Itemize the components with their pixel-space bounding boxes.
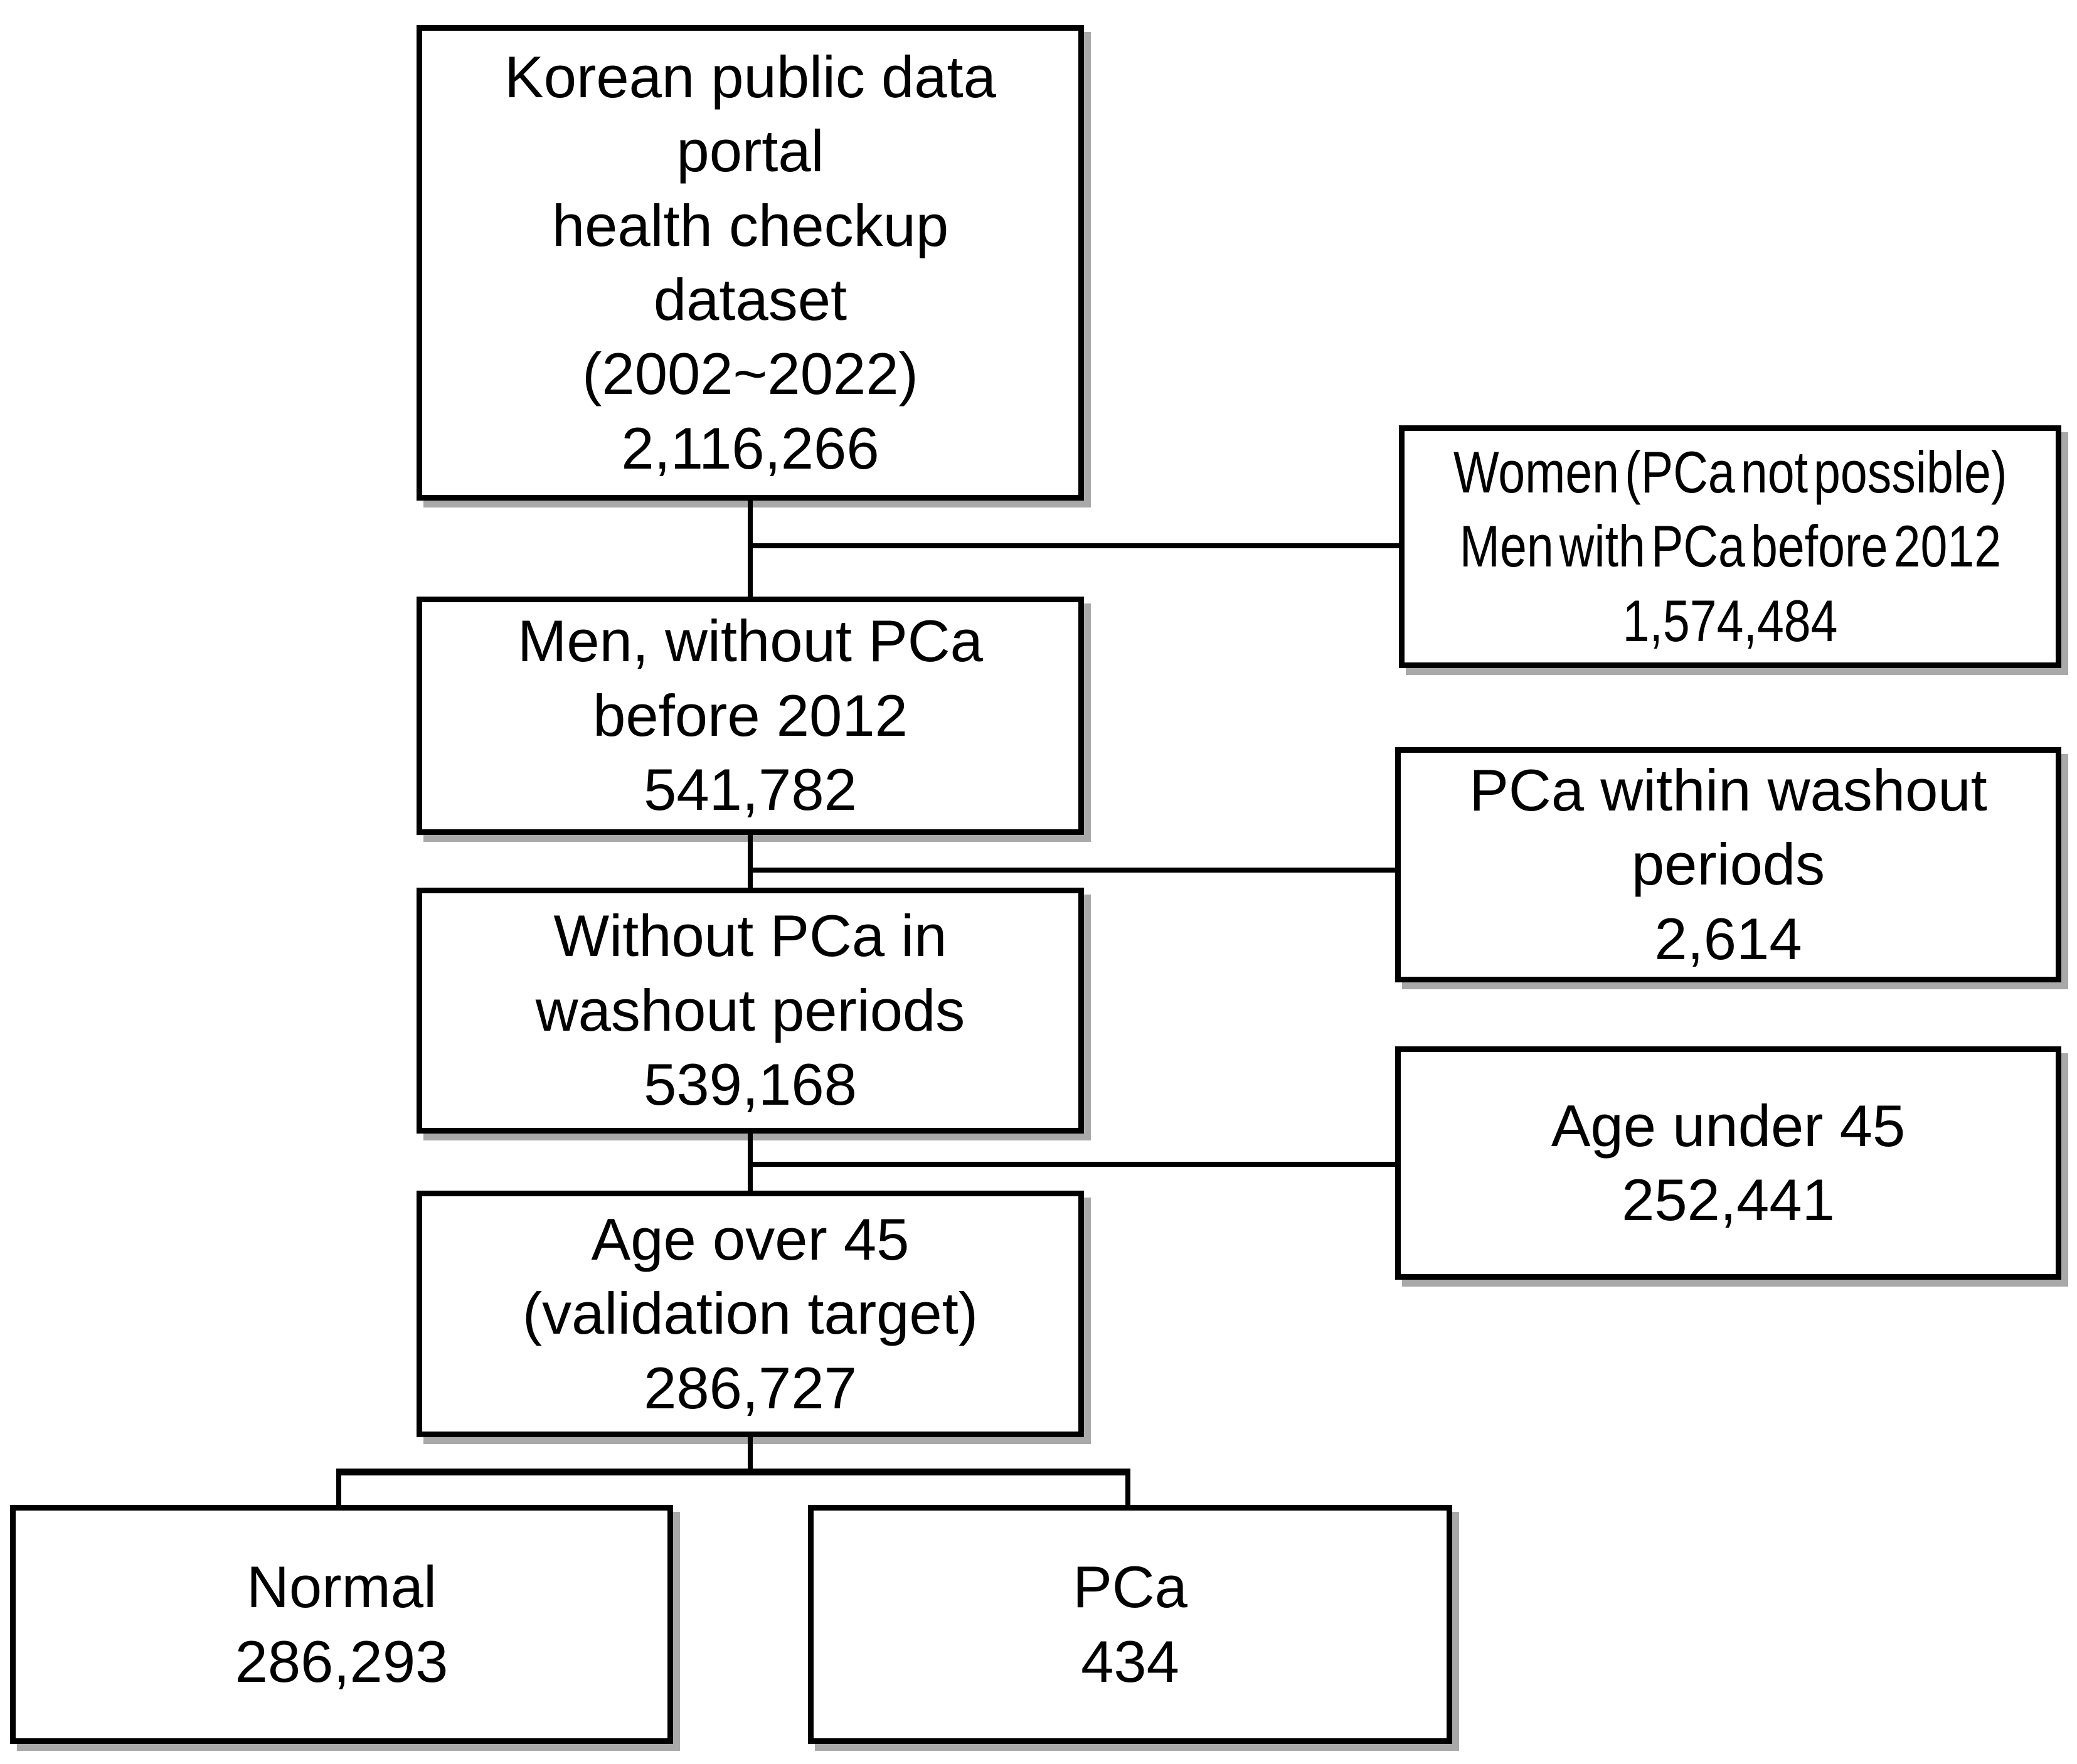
box-count-value: 541,782 bbox=[644, 757, 857, 823]
box-text-line: Age over 45 bbox=[591, 1206, 910, 1272]
connector-branch-age-under-45 bbox=[750, 1162, 1399, 1167]
box-text-line: PCa within washout bbox=[1469, 757, 1987, 823]
box-count-value: 286,727 bbox=[644, 1354, 857, 1421]
connector-men-to-washout bbox=[748, 834, 753, 890]
box-text-line: Age under 45 bbox=[1551, 1092, 1906, 1159]
box-count-value: 286,293 bbox=[235, 1628, 449, 1694]
connector-drop-to-pca bbox=[1125, 1469, 1130, 1507]
box-text-line: dataset bbox=[653, 267, 847, 332]
box-excluded-age-under-45: Age under 45 252,441 bbox=[1395, 1046, 2061, 1280]
box-text-line: PCa bbox=[1073, 1554, 1187, 1620]
box-count-value: 434 bbox=[1081, 1628, 1179, 1694]
box-source-dataset: Korean public data portal health checkup… bbox=[417, 25, 1084, 501]
box-text-line: Without PCa in bbox=[553, 903, 947, 969]
box-text-line: Normal bbox=[247, 1554, 437, 1620]
box-count-value: 2,614 bbox=[1654, 905, 1802, 972]
box-excluded-pca-within-washout: PCa within washout periods 2,614 bbox=[1395, 747, 2061, 982]
box-text-line: Men, without PCa bbox=[518, 608, 983, 674]
box-count-value: 252,441 bbox=[1622, 1167, 1835, 1233]
connector-split-horizontal bbox=[336, 1469, 1130, 1475]
box-text-line: portal bbox=[676, 118, 824, 184]
box-age-over-45-validation-target: Age over 45 (validation target) 286,727 bbox=[417, 1191, 1084, 1437]
box-text-line: health checkup bbox=[551, 192, 949, 258]
box-text-line: Men with PCa before 2012 bbox=[1459, 513, 2001, 580]
connector-drop-to-normal bbox=[336, 1469, 341, 1507]
box-without-pca-in-washout: Without PCa in washout periods 539,168 bbox=[417, 888, 1084, 1134]
box-count-value: 1,574,484 bbox=[1622, 587, 1838, 654]
box-excluded-women-and-prior-pca: Women (PCa not possible) Men with PCa be… bbox=[1399, 425, 2061, 668]
box-text-line: Korean public data bbox=[504, 43, 996, 110]
box-count-value: 539,168 bbox=[644, 1051, 857, 1118]
box-count-value: 2,116,266 bbox=[621, 415, 879, 481]
box-text-line: periods bbox=[1631, 831, 1825, 898]
connector-branch-pca-washout bbox=[750, 868, 1399, 873]
box-men-without-pca: Men, without PCa before 2012 541,782 bbox=[417, 597, 1084, 835]
box-outcome-normal: Normal 286,293 bbox=[10, 1505, 673, 1744]
connector-age45-down bbox=[748, 1436, 753, 1471]
box-text-line: Women (PCa not possible) bbox=[1453, 438, 2007, 505]
connector-branch-excluded-women bbox=[750, 543, 1403, 548]
box-text-line: washout periods bbox=[535, 977, 965, 1043]
box-outcome-pca: PCa 434 bbox=[808, 1505, 1452, 1744]
box-text-line: before 2012 bbox=[593, 682, 908, 748]
box-text-line: (2002~2022) bbox=[582, 341, 918, 407]
box-text-line: (validation target) bbox=[522, 1280, 979, 1347]
connector-dataset-to-men bbox=[748, 499, 753, 598]
